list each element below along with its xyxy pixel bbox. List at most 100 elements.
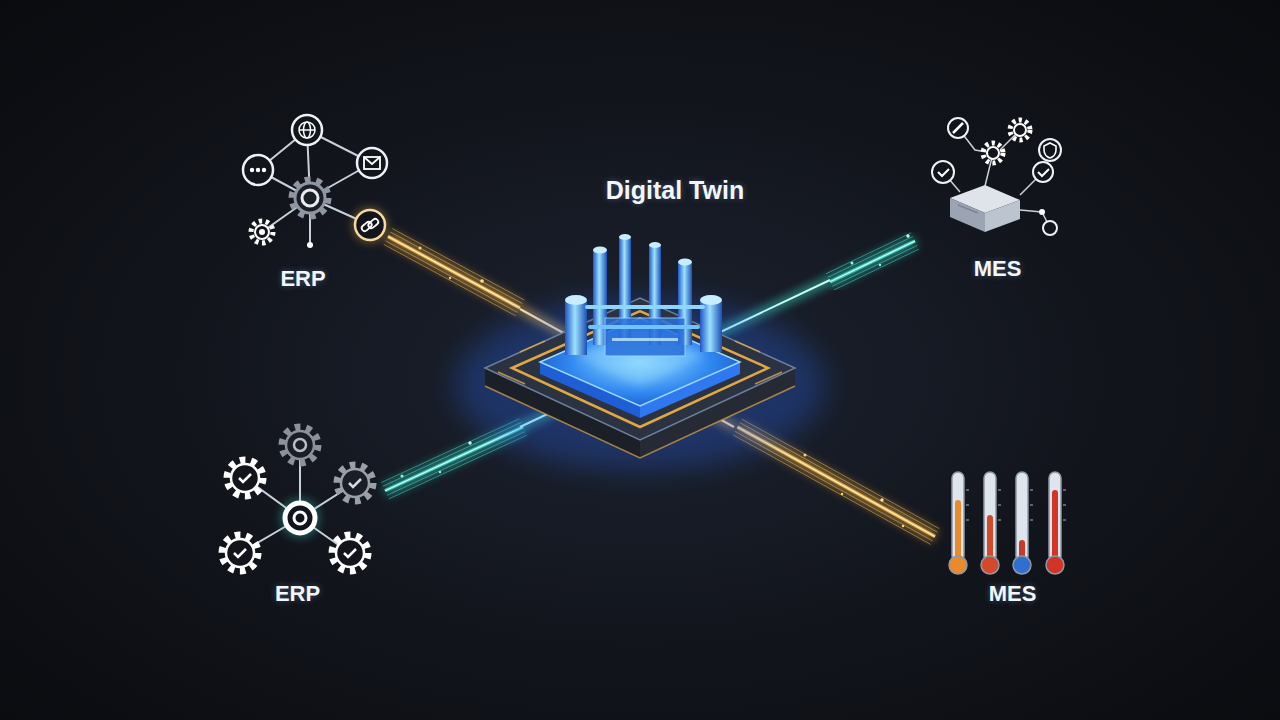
erp-network-icon [251,221,273,243]
erp-network-icon [307,242,313,248]
digital-twin-illustration [649,242,661,248]
mes-device-icon [938,169,949,176]
erp-network-icon [262,168,266,172]
erp-gear-icon [341,469,369,497]
erp-gear-icon [349,479,361,487]
twin-node: Digital Twin [520,172,830,427]
sparkle-particles [468,441,471,444]
erp-network-icon [364,157,380,164]
digital-twin-illustration [455,300,825,470]
erp-network-icon [295,183,325,213]
thermometer-icon [1049,472,1061,562]
beam-streak [828,236,913,277]
beam-line [830,241,915,282]
mes-device-icon [985,200,1020,232]
erp-gear-icon [294,439,306,451]
thermometer-icon [1046,556,1064,574]
beam-streak [832,246,917,287]
beam-streak [384,244,516,316]
digital-twin-illustration [612,338,678,341]
mes-device-icon [1010,120,1030,140]
erp-gear-icon [336,539,364,567]
thermometer-icon [1016,472,1028,562]
sparkle-particles [480,279,484,283]
digital-twin-illustration [700,295,722,305]
thermometer-icon [949,472,1066,574]
data-beam [384,229,525,316]
sparkle-particles [880,498,883,501]
erp-network-icon [255,225,269,239]
thermometer-icon [955,500,961,560]
digital-twin-illustration [485,298,795,440]
node-label: ERP [280,266,325,291]
erp-network-icon [302,190,318,206]
erp-network-icon [357,148,387,178]
erp-network-icon [243,155,273,185]
connector-group [381,229,939,545]
beam-glow [388,236,520,308]
mes-device-icon [953,123,963,133]
digital-twin-illustration [605,318,685,356]
digital-twin-illustration [619,234,631,240]
node-label: Digital Twin [606,176,744,205]
sparkle-particles [439,471,441,473]
erp-network-icon [256,168,260,172]
erp-network-icon [259,229,265,235]
digital-twin-illustration [512,311,768,427]
beam-core [388,236,520,308]
erp-gear-icon [337,465,373,501]
erp-network-icon [292,115,322,145]
node-label: MES [989,581,1037,606]
mes-device-icon [1033,162,1053,182]
beam-streak [392,229,524,301]
digital-twin-illustration [565,300,587,355]
erp-network-icon [355,210,385,240]
beam-core [830,241,915,282]
thermometer-icon [949,556,967,574]
erp-gear-icon [344,549,356,557]
mes-device-icon [958,205,978,213]
erp-network-icon [299,129,315,131]
mes-device-icon [987,147,999,159]
thermometer-icon [987,515,993,560]
thermometer-icon [984,472,996,562]
erp-gear-icon [282,427,318,463]
mes-device-icon [1014,124,1026,136]
sparkle-particles [401,234,910,527]
mes-device-icon [983,143,1003,163]
thermometer-icon [966,490,1066,520]
beam-streak [386,241,518,313]
digital-twin-illustration [588,325,700,329]
beam-streak [834,249,919,290]
sparkle-particles [851,262,854,265]
erp-network-icon [243,115,388,248]
sparkle-particles [449,277,451,279]
sparkle-particles [401,475,404,478]
mes-device-icon [1038,169,1049,176]
mes-device-icon [1039,209,1045,215]
beam-streak [826,233,911,274]
thermometer-icon [952,472,964,562]
beam-streak [390,232,522,304]
erp-network-icon [367,218,379,230]
erp-gear-icon [285,503,315,533]
mes-device-icon [1043,221,1057,235]
digital-twin-illustration [565,295,587,305]
data-beam [826,233,919,290]
erp-gear-icon [234,549,246,557]
erp-network-icon [299,122,315,138]
mes-device-icon [1044,143,1056,158]
mes-device-icon [1039,139,1061,161]
erp-gear-icon [294,512,306,524]
thermometer-icon [1013,556,1031,574]
erp-gear-icon [226,539,254,567]
erp-gear-icon [280,498,320,538]
digital-twin-illustration [678,259,692,266]
erp-gear-icon [332,535,368,571]
sparkle-particles [841,493,843,495]
digital-twin-illustration [585,305,705,309]
erp-gear-icon [222,535,258,571]
sparkle-particles [879,264,881,266]
